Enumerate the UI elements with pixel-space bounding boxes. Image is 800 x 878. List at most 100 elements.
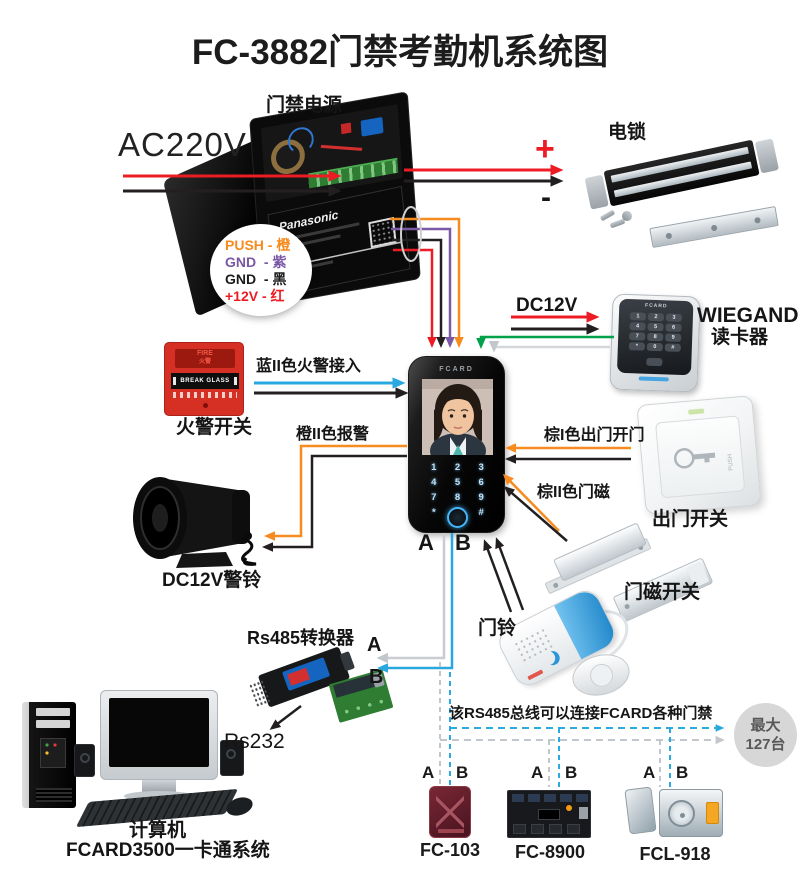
break-glass-strip: BREAK GLASS: [171, 373, 239, 389]
magnet-label: 门磁开关: [624, 582, 701, 603]
psu-label: 门禁电源: [266, 95, 343, 116]
reader-label: 读卡器: [711, 327, 769, 348]
converter-label: Rs485转换器: [247, 628, 355, 648]
pcb-relay: [549, 824, 562, 834]
fcl918-port-a: A: [643, 763, 656, 782]
key-label: 7: [629, 332, 646, 341]
pcb-connector: [576, 794, 588, 802]
key-label: 9: [665, 333, 682, 342]
pcb-relay: [531, 824, 544, 834]
key-label: *: [431, 507, 436, 518]
key-label: #: [478, 507, 484, 518]
max-units-line2: 127台: [745, 736, 786, 753]
converter-rear-port: [339, 651, 356, 672]
lock-body: [603, 139, 760, 207]
alarm-bell: [130, 468, 275, 570]
fc8900-model: FC-8900: [514, 842, 586, 862]
exit-indicator: [688, 408, 705, 415]
converter-port-a: A: [367, 634, 382, 656]
pcb-connector: [544, 794, 556, 802]
fire-text-en: FIRE: [197, 350, 213, 357]
converter-sticker: [282, 657, 331, 692]
fcl918-lock: [659, 789, 723, 837]
key-label: 1: [629, 312, 647, 321]
relay: [360, 116, 384, 137]
transformer-wires: [287, 125, 315, 156]
key-label: 5: [454, 477, 461, 488]
fc8900-board: [507, 790, 591, 838]
pcb-connector: [560, 794, 572, 802]
legend-color: - 黑: [263, 271, 287, 287]
device-port-a: A: [418, 530, 434, 555]
fire-band: FIRE 火警: [175, 349, 235, 368]
legend-pin: GND: [225, 254, 257, 270]
wire-alarm-orange: [264, 444, 407, 541]
lock-latch: [706, 802, 719, 824]
doorbell-button-center: [587, 661, 616, 690]
bell-wire-note: 橙II色报警: [296, 426, 369, 443]
key-label: 3: [665, 313, 683, 322]
pcb-relay: [513, 824, 526, 834]
key-label: 6: [665, 323, 682, 332]
fire-label: 火警开关: [176, 417, 253, 438]
doorbell-label: 门铃: [478, 618, 517, 639]
wire-wiegand-green: [476, 335, 614, 349]
key-label: 0: [646, 342, 663, 352]
key-label: 1: [431, 462, 437, 473]
reader-brand: FCARD: [644, 302, 668, 310]
legend-pin: +12V: [225, 288, 259, 304]
page-title: FC-3882门禁考勤机系统图: [191, 33, 609, 72]
drive-bay: [36, 720, 70, 728]
fire-text-cn: 火警: [198, 359, 211, 365]
screw: [609, 218, 626, 229]
computer: [12, 682, 272, 837]
fc103-model: FC-103: [419, 840, 481, 860]
monitor-stand: [142, 780, 176, 793]
lock-cylinder: [668, 800, 695, 827]
screw-hole: [552, 582, 560, 589]
speaker-cone: [226, 749, 236, 759]
converter-port-b: B: [369, 666, 384, 688]
key-label: 6: [478, 477, 484, 488]
key-label: 4: [431, 477, 437, 488]
key-label: 3: [478, 462, 484, 473]
legend-pin: GND: [225, 271, 257, 287]
face-photo: [422, 379, 493, 455]
key-label: 4: [629, 322, 646, 331]
capacitor: [340, 122, 352, 135]
psu-circuit-board: [260, 104, 403, 203]
pcb-port: [579, 807, 588, 819]
doorbell: [480, 585, 650, 705]
magnetic-lock: [584, 133, 789, 258]
reader-name: WIEGAND: [697, 304, 799, 327]
key-label: #: [664, 343, 681, 352]
reader-function-key: [646, 357, 663, 367]
fire-small-print: [173, 392, 237, 398]
max-units-line1: 最大: [750, 717, 781, 734]
terminal-screws: [340, 695, 388, 718]
key-label: 9: [478, 492, 484, 503]
plate-hole: [665, 232, 673, 240]
legend-color: - 红: [261, 288, 285, 304]
lock-plus: +: [535, 130, 555, 168]
device-screen: [422, 379, 493, 455]
key-label: 8: [647, 332, 664, 342]
doorbell-brand-bar: [527, 669, 544, 681]
fc103-pattern: [436, 795, 464, 829]
key-icon: [673, 448, 716, 469]
exit-wire-note: 棕I色出门开门: [544, 427, 645, 444]
wire-alarm-gnd: [262, 454, 407, 552]
fc103-text-bar: [438, 829, 464, 833]
wire-wiegand-white: [488, 340, 610, 353]
keyhole: [680, 813, 685, 818]
reader-power-label: DC12V: [516, 295, 578, 316]
key-label: 2: [647, 312, 665, 322]
monitor: [100, 690, 218, 780]
fcl918-port-b: B: [676, 763, 689, 782]
